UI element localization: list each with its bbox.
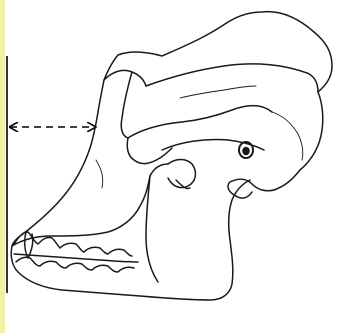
maxilla-lower-edge <box>12 164 168 246</box>
orbit-lower <box>127 138 172 164</box>
ear-opening-inner <box>243 148 249 155</box>
suture-line-2 <box>272 112 303 160</box>
styloid-process <box>176 180 252 198</box>
temporal-line <box>146 64 318 92</box>
brow-ridge <box>104 70 146 138</box>
maxilla-front <box>12 112 98 246</box>
mandible-ramus-front <box>146 176 158 282</box>
mandible-outline <box>11 180 250 300</box>
suture-line-1 <box>180 86 256 98</box>
cranium-outline <box>98 12 332 190</box>
supraorbital-contour <box>128 106 272 138</box>
suture-line-3 <box>96 160 103 188</box>
mandibular-condyle <box>168 160 195 188</box>
lower-teeth <box>16 257 134 272</box>
skull-outline-group <box>11 12 332 300</box>
